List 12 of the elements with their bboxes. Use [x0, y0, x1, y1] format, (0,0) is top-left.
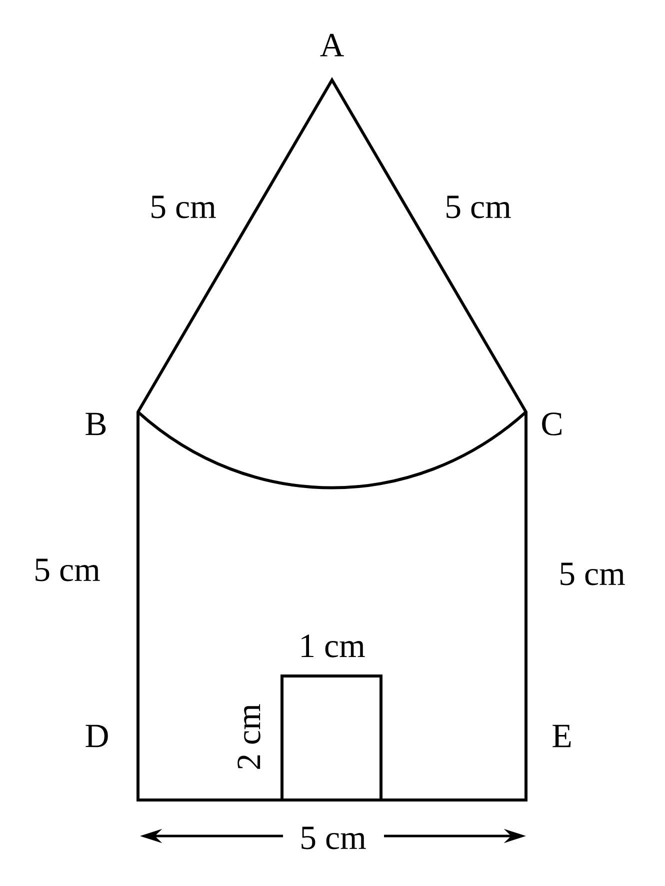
- point-label: B: [86, 412, 106, 436]
- dimension-label: 2 cm: [238, 704, 260, 769]
- dimension-label: 5 cm: [560, 562, 625, 586]
- dimension-label: 5 cm: [152, 196, 216, 218]
- point-label: E: [552, 724, 571, 748]
- point-label: C: [542, 412, 562, 436]
- dimension-label: 5 cm: [36, 558, 100, 582]
- dimension-label: 1 cm: [302, 634, 365, 658]
- point-label: A: [320, 34, 344, 56]
- dimension-label: 5 cm: [302, 826, 366, 850]
- dimension-label: 5 cm: [446, 196, 511, 218]
- point-label: D: [86, 724, 108, 748]
